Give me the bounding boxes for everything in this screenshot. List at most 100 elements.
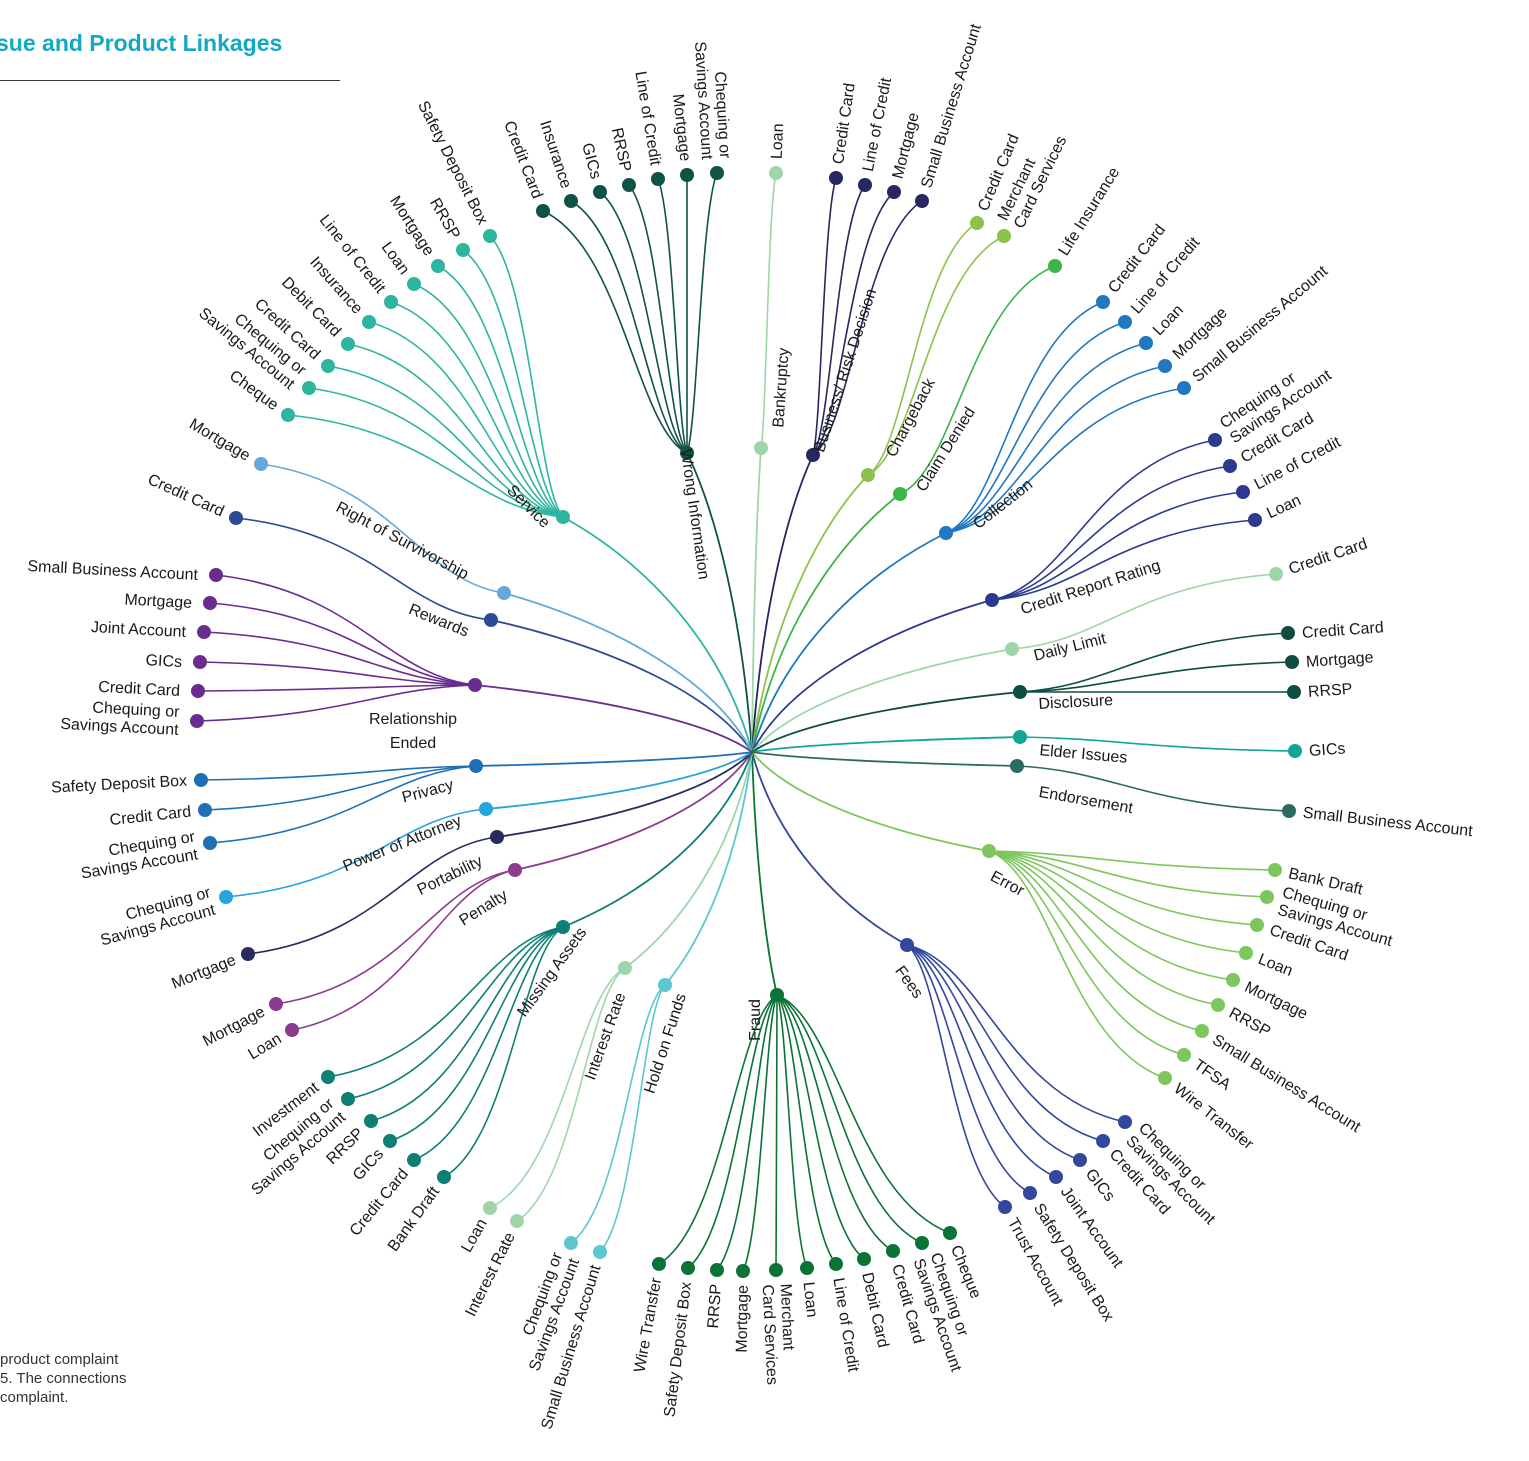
product-node-loan [1239,946,1253,960]
product-node-loan [800,1261,814,1275]
product-node-bank-draft [1268,863,1282,877]
link-penalty-mortgage [275,869,516,1005]
product-node-investment [321,1070,335,1084]
product-node-line-of-credit [1118,315,1132,329]
link-daily-limit-credit-card [1011,573,1277,650]
product-label-rrsp: RRSP [426,195,463,242]
link-elder-issues-gics [1019,736,1296,752]
link-service-cheque [287,414,564,518]
issue-label-disclosure: Disclosure [1038,692,1114,713]
link-relationship-ended-mortgage [209,602,476,686]
link-error-bank-draft [988,850,1276,871]
link-fraud-debit-card [776,994,865,1260]
issue-label-portability: Portability [415,853,486,899]
product-label-line-of-credit: Line of Credit [829,1276,861,1373]
link-fraud-mortgage [742,994,778,1272]
product-node-credit-card [886,1244,900,1258]
link-credit-report-rating-chequing-or-savings-account [991,439,1216,601]
figure-caption: product complaint 5. The connections com… [0,1350,200,1407]
link-hold-on-funds-chequing-or-savings-account [570,984,666,1244]
trunk-fraud [751,751,778,996]
link-wrong-information-chequing-or-savings-account [686,172,718,454]
link-penalty-loan [291,869,516,1031]
link-endorsement-small-business-account [1016,765,1290,812]
link-missing-assets-investment [327,926,564,1078]
link-collection-credit-card [945,301,1104,534]
issue-label-right-of-survivorship: Right of Survivorship [333,499,471,583]
link-wrong-information-rrsp [628,184,688,454]
product-node-safety-deposit-box [681,1261,695,1275]
issue-node-service [556,510,570,524]
product-label-mortgage: Mortgage [734,1285,752,1353]
trunk-fees [751,751,908,946]
link-credit-report-rating-loan [991,519,1256,601]
link-relationship-ended-gics [199,661,476,686]
product-node-gics [1288,744,1302,758]
product-label-rrsp: RRSP [1226,1005,1273,1041]
product-label-rrsp: RRSP [705,1283,725,1329]
product-node-cheque [943,1226,957,1240]
trunk-endorsement [751,751,1018,767]
title-divider [0,80,340,81]
product-node-chequing-or-savings-account [203,836,217,850]
product-label-joint-account: Joint Account [90,619,186,641]
product-label-loan: Loan [458,1216,490,1255]
issue-label-chargeback: Chargeback [883,375,939,460]
issue-node-hold-on-funds [658,978,672,992]
issue-label-endorsement: Endorsement [1037,784,1134,817]
product-node-safety-deposit-box [1023,1186,1037,1200]
product-label-loan: Loan [1150,302,1187,339]
product-node-bank-draft [437,1170,451,1184]
product-node-chequing-or-savings-account [219,890,233,904]
issue-node-error [982,844,996,858]
issue-node-bankruptcy [754,441,768,455]
issue-label-penalty: Penalty [456,887,510,930]
link-error-credit-card [988,850,1258,926]
trunk-elder-issues [751,736,1021,753]
product-node-rrsp [364,1114,378,1128]
trunk-penalty [514,751,753,871]
product-node-credit-card [1223,459,1237,473]
link-service-loan [413,283,564,518]
trunk-bankruptcy [751,447,762,753]
link-error-wire-transfer [988,850,1166,1079]
product-label-credit-card: Credit Card [1287,536,1370,578]
product-node-small-business-account [593,1245,607,1259]
link-wrong-information-line-of-credit [657,178,688,454]
product-label-credit-card: Credit Card [109,804,192,830]
product-node-credit-card [1281,626,1295,640]
product-node-small-business-account [1282,804,1296,818]
link-credit-report-rating-credit-card [991,465,1231,601]
issue-node-missing-assets [556,920,570,934]
link-fees-gics [906,944,1081,1161]
product-node-debit-card [341,337,355,351]
link-portability-mortgage [247,836,498,955]
link-fraud-wire-transfer [658,994,778,1265]
product-node-credit-card [407,1153,421,1167]
product-node-chequing-or-savings-account [710,166,724,180]
link-collection-loan [945,342,1147,534]
trunk-credit-report-rating [751,599,993,753]
trunk-relationship-ended [474,684,753,753]
product-label-safety-deposit-box: Safety Deposit Box [414,98,491,227]
trunk-claim-denied [751,493,901,753]
issue-node-penalty [508,863,522,877]
link-fees-chequing-or-savings-account [906,944,1126,1123]
link-interest-rate-interest-rate [516,967,626,1222]
link-fees-safety-deposit-box [906,944,1031,1194]
product-node-merchant-card-services [997,229,1011,243]
issue-node-daily-limit [1005,642,1019,656]
trunk-service [562,516,753,753]
product-node-rrsp [1211,998,1225,1012]
product-node-small-business-account [209,568,223,582]
trunk-portability [496,751,753,838]
link-service-rrsp [462,249,564,518]
product-node-credit-card [1096,295,1110,309]
issue-label-privacy: Privacy [400,777,455,807]
product-node-insurance [362,315,376,329]
link-right-of-survivorship-mortgage [260,463,505,594]
link-fraud-loan [776,994,808,1269]
link-fees-trust-account [906,944,1006,1208]
link-fraud-safety-deposit-box [687,994,778,1269]
